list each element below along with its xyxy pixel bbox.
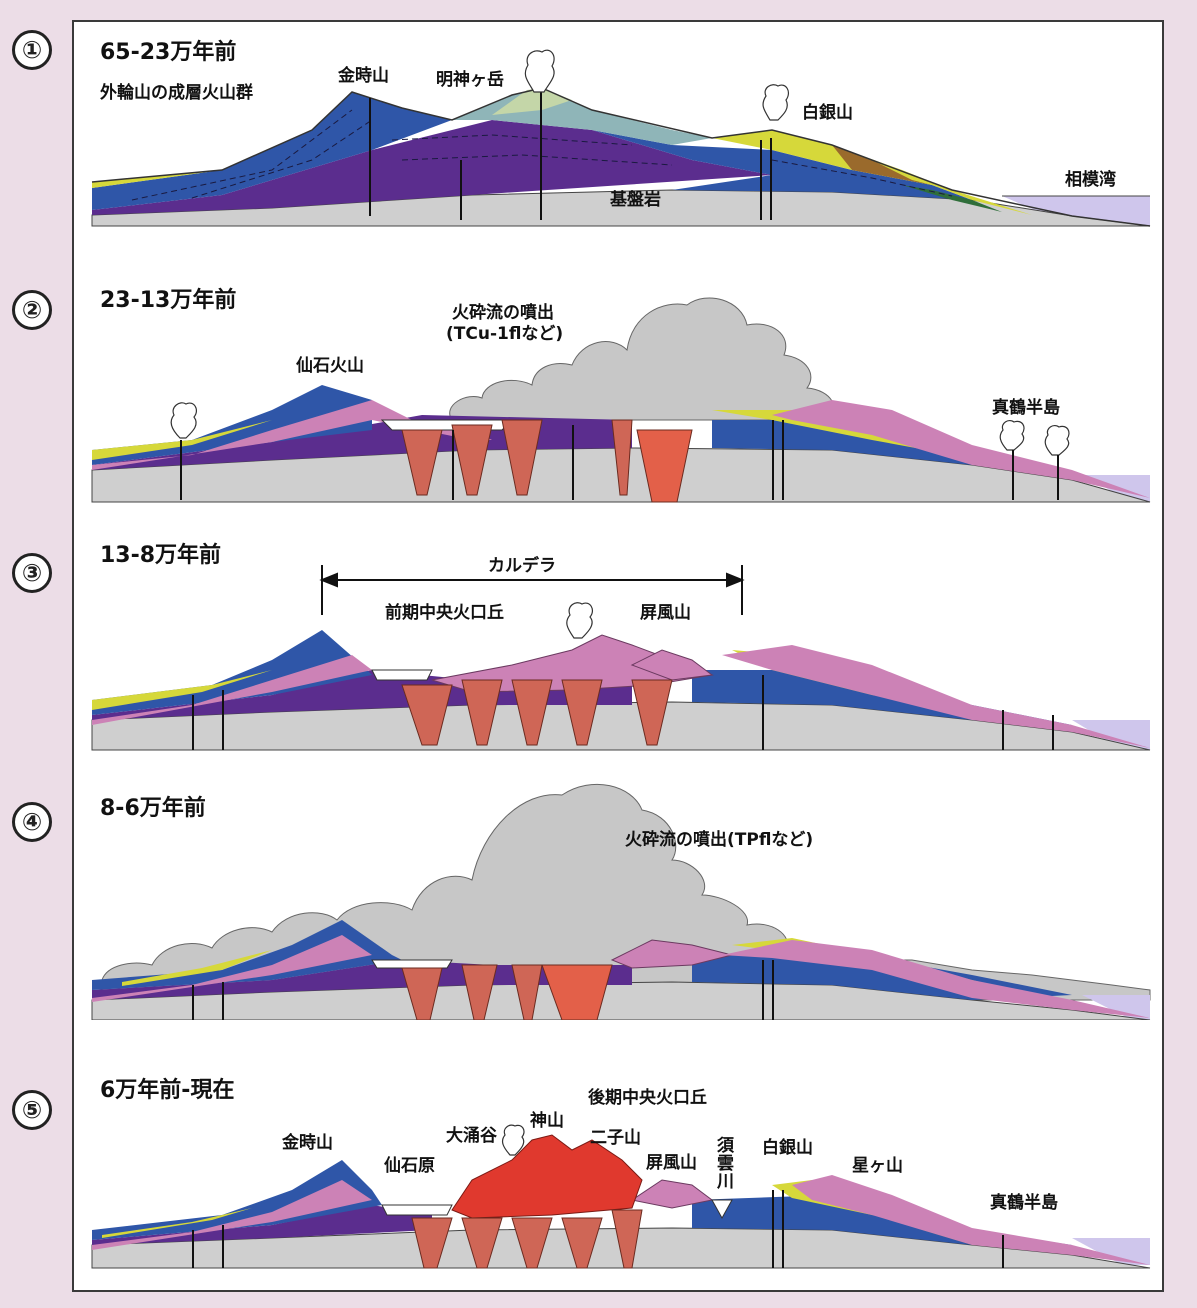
yellow-layer [92, 170, 222, 188]
lava-intrusions [411, 1209, 643, 1269]
panel-5-title: 6万年前-現在 [100, 1078, 235, 1103]
byobu-label-5: 屏風山 [646, 1153, 697, 1173]
eruption-cloud [449, 297, 835, 421]
myojin-label: 明神ヶ岳 [436, 70, 504, 90]
shirogane-label-5: 白銀山 [762, 1138, 813, 1158]
manazuru-plume-1 [999, 419, 1025, 451]
pink-layer [92, 400, 492, 470]
panel-4-title: 8-6万年前 [100, 796, 206, 821]
sea [1002, 196, 1150, 226]
eruption-label: 火砕流の噴出 [452, 303, 554, 323]
panel-1-number: ① [12, 30, 52, 70]
panel-2-title: 23-13万年前 [100, 288, 237, 313]
panel-4-cross-section [91, 783, 1151, 1020]
hoshigatake-label: 星ヶ山 [852, 1156, 903, 1176]
sengoku-volcano-label: 仙石火山 [296, 356, 364, 376]
shirogane-plume [762, 84, 790, 121]
caldera-arrow [319, 565, 745, 615]
purple-layer [92, 960, 632, 1000]
panel-1-title: 65-23万年前 [100, 40, 237, 65]
lake [371, 959, 453, 969]
kintoki-label-5: 金時山 [282, 1133, 333, 1153]
panel-4-number: ④ [12, 802, 52, 842]
yellow-layer [92, 420, 272, 460]
early-cone-label: 前期中央火口丘 [385, 603, 504, 623]
west-plume [170, 402, 198, 439]
caldera-label: カルデラ [488, 556, 556, 576]
owakudani-label: 大涌谷 [446, 1126, 497, 1146]
panel-3-cross-section [91, 565, 1151, 751]
owakudani-plume [501, 1124, 525, 1156]
panel-5-number: ⑤ [12, 1090, 52, 1130]
sea [1072, 1238, 1150, 1265]
vent-breccia [636, 429, 693, 503]
lava-intrusions [401, 419, 633, 496]
lava-intrusions [401, 679, 673, 746]
panel-2-cross-section [91, 297, 1151, 503]
yellow-layer [122, 950, 272, 986]
manazuru-plume-2 [1044, 424, 1070, 456]
suumo-valley [711, 1199, 733, 1220]
futago-label: 二子山 [590, 1128, 641, 1148]
cone-plume [566, 602, 594, 639]
basement-label: 基盤岩 [610, 190, 661, 210]
panel-3-number: ③ [12, 553, 52, 593]
sengokuhara-label: 仙石原 [384, 1156, 435, 1176]
yellow-layer [92, 670, 272, 710]
panel-5-cross-section [91, 1124, 1151, 1269]
blue-layer [92, 1160, 382, 1240]
yellow-layer [102, 1208, 252, 1238]
myojin-plume [524, 49, 555, 93]
blue-layer [92, 92, 452, 210]
byobu-label: 屏風山 [640, 603, 691, 623]
green-layer [902, 185, 1002, 212]
lava-intrusions [401, 964, 543, 1020]
myojin-top [492, 88, 572, 115]
late-cone-label: 後期中央火口丘 [588, 1088, 707, 1108]
eruption-label-4: 火砕流の噴出(TPflなど) [625, 830, 814, 850]
vent-breccia [541, 964, 613, 1020]
outer-rim-label: 外輪山の成層火山群 [100, 83, 253, 103]
sea [1082, 995, 1150, 1020]
kamiyama-label: 神山 [530, 1111, 564, 1131]
manazuru-label-5: 真鶴半島 [990, 1193, 1058, 1213]
manazuru-label: 真鶴半島 [992, 398, 1060, 418]
purple-layer [92, 120, 772, 215]
panel-2-number: ② [12, 290, 52, 330]
lake [381, 1204, 453, 1216]
shirogane-label: 白銀山 [802, 103, 853, 123]
sagami-label: 相模湾 [1065, 170, 1116, 190]
eruption-sub-label: (TCu-1flなど) [446, 324, 564, 344]
late-cone [451, 1134, 643, 1219]
panel-1-cross-section [91, 49, 1151, 227]
panel-3-title: 13-8万年前 [100, 543, 222, 568]
blue-layer [92, 920, 402, 990]
lake [371, 669, 433, 681]
suumo-river-label: 須雲川 [713, 1136, 733, 1190]
kintoki-label: 金時山 [338, 66, 389, 86]
